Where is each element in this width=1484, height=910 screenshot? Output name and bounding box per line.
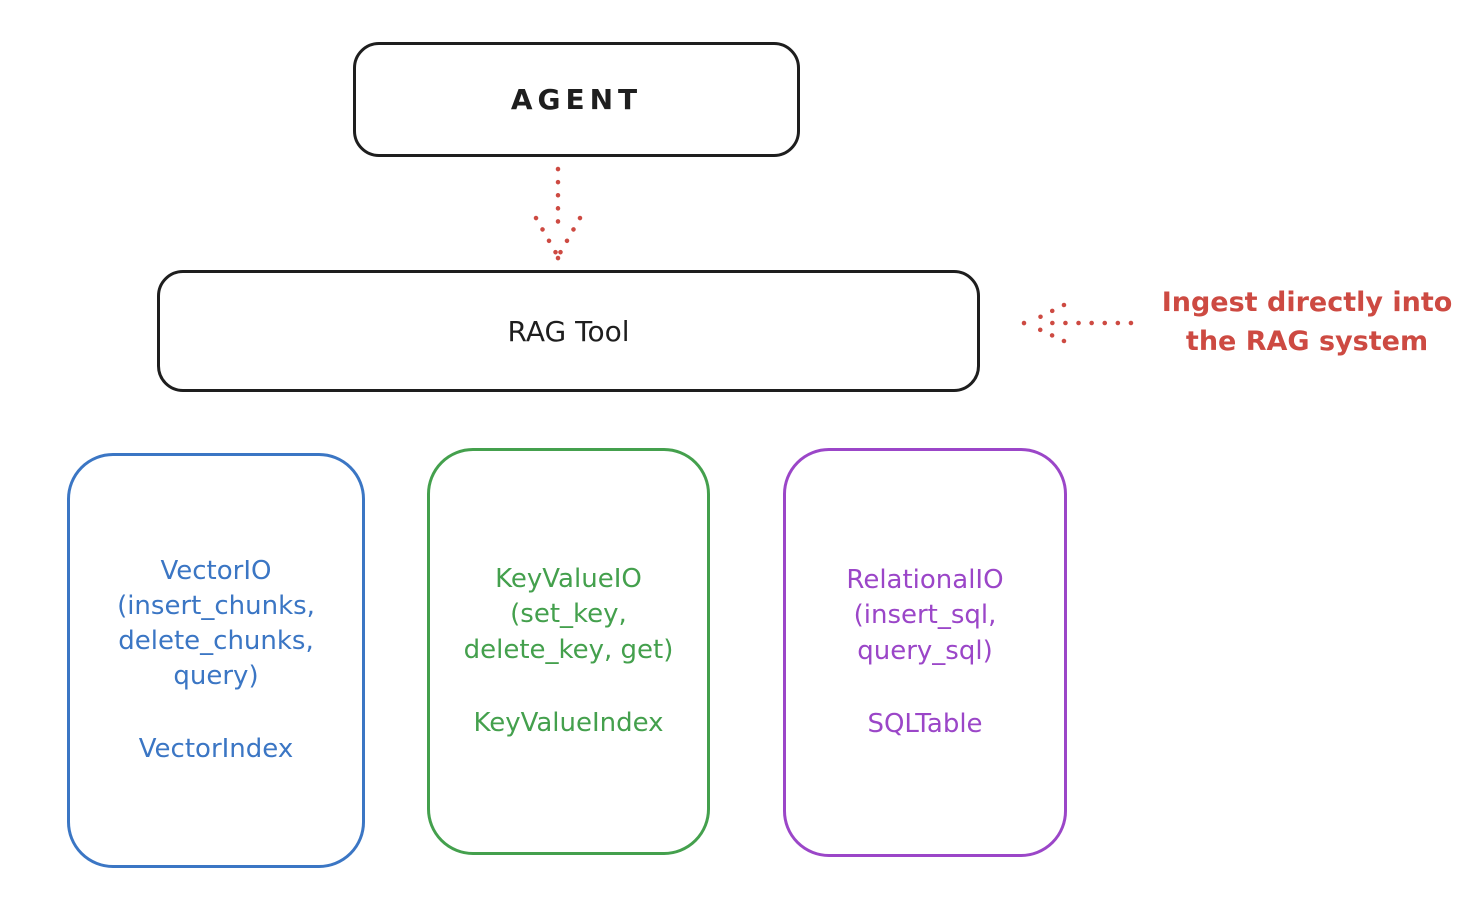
backend-box-relational-io: RelationalIO (insert_sql, query_sql) SQL… [783,448,1067,857]
agent-label: AGENT [510,83,643,116]
dotted-arrow-down-icon [533,166,583,261]
vector-index-label: VectorIndex [138,734,294,765]
rag-tool-box: RAG Tool [157,270,980,392]
agent-box: AGENT [353,42,800,157]
dotted-arrow-left-icon [1021,302,1134,344]
ingest-annotation: Ingest directly into the RAG system [1161,287,1453,358]
keyvalue-index-label: KeyValueIndex [473,707,664,738]
sql-table-label: SQLTable [867,708,983,739]
backend-box-keyvalue-io: KeyValueIO (set_key, delete_key, get) Ke… [427,448,710,855]
relational-io-title: RelationalIO (insert_sql, query_sql) [846,565,1004,666]
keyvalue-io-title: KeyValueIO (set_key, delete_key, get) [463,564,674,665]
backend-box-vector-io: VectorIO (insert_chunks, delete_chunks, … [67,453,365,868]
rag-tool-label: RAG Tool [507,314,630,348]
vector-io-title: VectorIO (insert_chunks, delete_chunks, … [117,555,315,692]
